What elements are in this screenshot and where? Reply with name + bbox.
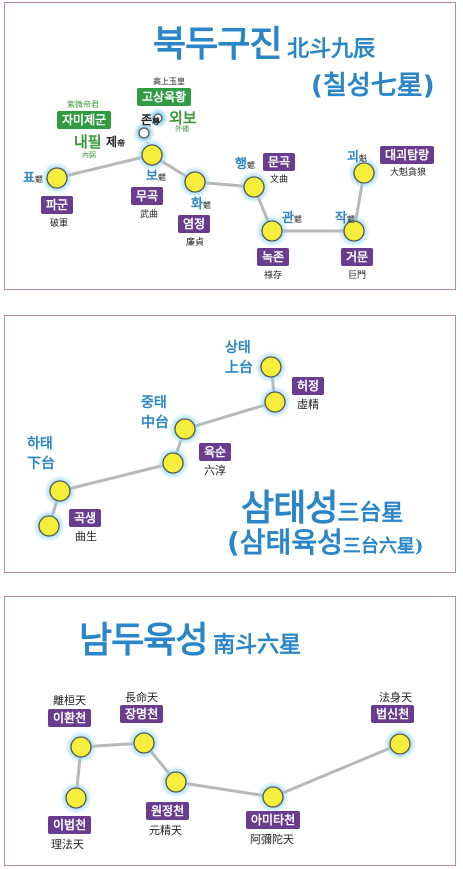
namdu-star-4-badge: 이법천 [48,816,92,834]
namdu-star-3-badge: 법신천 [371,705,415,723]
nokjon-sub: 祿存 [264,271,283,281]
mungok-sub: 文曲 [270,175,289,185]
samtae-star [162,452,184,474]
samtae-diagram [33,351,291,542]
samtae-star [260,356,282,378]
mugok-blue: 보魒 [146,169,166,184]
panel2-subtitle-ko: (삼태육성 [227,526,343,559]
bukdu-star [261,220,283,242]
gosang-sub: 高上玉皇 [153,77,185,86]
yeomjeong-sub: 廉貞 [186,238,205,248]
yuksun-sub: 六淳 [204,464,226,477]
namdu-star [133,732,155,754]
panel-namdu-yukseong: 남두육성 南斗六星 離桓天 이환천 長命天 장명천 法身天 법신천 이법천 理法… [4,596,456,866]
oebo-sub: 外補 [175,125,189,133]
pagun-badge: 파군 [41,196,74,214]
namdu-link [175,780,274,799]
panel2-title: 삼태성三台星 [241,479,403,531]
goksaeng-badge: 곡생 [69,509,102,527]
namdu-star-2-sub: 長命天 [125,691,158,704]
bukdu-link [56,153,153,180]
mungok-blue: 행魒 [235,157,255,172]
mugok-sub: 武曲 [140,210,159,220]
panel2-title-han: 三台星 [337,500,404,526]
namdu-star-5-sub: 元精天 [149,824,182,837]
goksaeng-sub: 曲生 [75,530,97,543]
mungok-badge: 문곡 [263,153,296,171]
namdu-star [389,733,411,755]
namdu-link [272,742,401,799]
bukdu-star [353,162,375,184]
yeomjeong-badge: 염정 [178,215,211,233]
panel2-subtitle-han: 三台六星) [342,536,424,557]
namdu-star [70,736,92,758]
jamijegun-badge: 자미제군 [57,111,112,129]
namdu-star-1-sub: 離桓天 [53,694,86,707]
samtae-star [49,480,71,502]
samtae-star [174,418,196,440]
samtae-star [264,391,286,413]
je-label: 제帝 [106,135,126,149]
bukdu-star [46,167,68,189]
panel3-title-ko: 남두육성 [79,620,208,661]
geomun-sub: 巨門 [348,271,367,281]
namdu-star-6-sub: 阿彌陀天 [250,833,294,846]
taegwe-sub: 大魁貪狼 [390,168,427,178]
oebo-label: 외보 [169,109,197,127]
jamijegun-sub: 紫微帝君 [67,100,99,109]
panel2-title-ko: 삼태성 [241,488,338,529]
namdu-star-6-badge: 아미타천 [246,811,301,829]
heojeong-badge: 허정 [292,377,325,395]
samtae-star [38,515,60,537]
gosang-badge: 고상옥황 [137,88,192,106]
panel1-title-ko: 북두구진 [153,24,282,65]
panel3-title-han: 南斗六星 [213,632,302,658]
panel-bukdu-gujin: 북두구진 北斗九辰 (칠성七星) 高上玉皇 고상옥황 紫微帝君 자미제군 존尊 … [4,2,456,290]
bukdu-star [141,144,163,166]
namdu-star [262,786,284,808]
samtae-link [59,461,174,493]
bukdu-star [184,171,206,193]
namdu-star-2-badge: 장명천 [120,705,164,723]
panel2-subtitle: (삼태육성三台六星) [227,521,423,561]
panel3-title: 남두육성 南斗六星 [79,611,301,663]
pagun-sub: 破軍 [50,219,69,229]
naepil-sub: 內弼 [82,151,96,159]
namdu-star-1-badge: 이환천 [48,709,92,727]
yeomjeong-blue: 화魒 [191,197,211,212]
namdu-star-5-badge: 원정천 [146,802,190,820]
nokjon-blue: 관魒 [282,211,302,226]
taegwe-badge: 대괴탐랑 [380,146,435,164]
namdu-star [165,771,187,793]
panel1-subtitle: (칠성七星) [311,71,435,101]
taegwe-blue: 괴魁 [347,150,367,165]
namdu-star [65,787,87,809]
panel1-title-han: 北斗九辰 [287,36,376,62]
geomun-badge: 거문 [341,248,374,266]
pagun-blue: 표魒 [23,171,43,186]
bukdu-diagram [41,108,380,247]
yuksun-badge: 육순 [199,443,232,461]
heojeong-sub: 虛精 [297,398,319,411]
mugok-badge: 무곡 [131,187,164,205]
namdu-star-4-sub: 理法天 [51,838,84,851]
naepil-label: 내필 [74,133,102,151]
bukdu-star [243,176,265,198]
namdu-diagram [60,727,416,814]
bukdu-star [138,127,150,139]
jon-label: 존尊 [141,113,161,127]
bukdu-star [343,220,365,242]
panel1-title: 북두구진 北斗九辰 [153,15,375,67]
bukdu-star [153,113,163,123]
nokjon-badge: 녹존 [257,248,290,266]
geomun-blue: 작魒 [335,211,355,226]
namdu-star-3-sub: 法身天 [379,691,412,704]
